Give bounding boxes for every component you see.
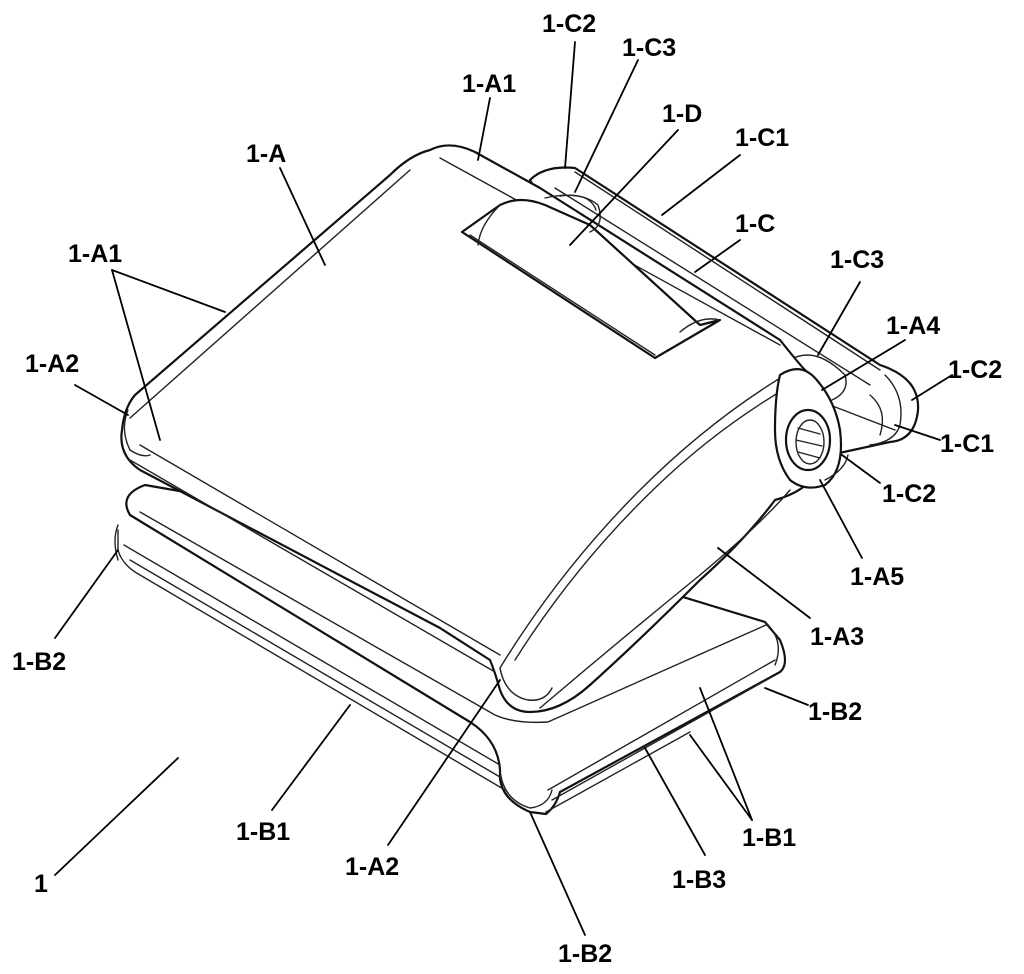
pin-cover-edge bbox=[469, 234, 656, 356]
lid-corner-front bbox=[499, 667, 553, 701]
label-a5: 1-A5 bbox=[850, 563, 904, 591]
base-corner-front bbox=[499, 769, 553, 809]
lid-front-edge bbox=[139, 444, 501, 656]
leader-c2-right bbox=[911, 374, 953, 401]
leader-b3 bbox=[644, 747, 706, 856]
lid-corner-left bbox=[123, 409, 151, 457]
label-a1-left: 1-A1 bbox=[68, 240, 122, 268]
leader-lines bbox=[54, 41, 953, 936]
label-c2-mid: 1-C2 bbox=[882, 480, 936, 508]
leader-a4 bbox=[821, 339, 906, 391]
label-c1-right: 1-C1 bbox=[940, 430, 994, 458]
label-b2-left: 1-B2 bbox=[12, 648, 66, 676]
hinge-c1-line bbox=[829, 404, 896, 431]
base-side-right-1 bbox=[547, 659, 776, 791]
leader-a1-left-1 bbox=[111, 269, 226, 313]
label-a: 1-A bbox=[246, 140, 286, 168]
leader-a1-left-2 bbox=[111, 269, 161, 441]
leader-b2-right bbox=[764, 687, 809, 706]
lid-end-knuckle bbox=[773, 368, 849, 489]
base-corner-left bbox=[114, 524, 119, 561]
label-a2-left: 1-A2 bbox=[25, 350, 79, 378]
hinge-knuckle-right-inner bbox=[869, 394, 884, 436]
pin-cover-right-knuckle bbox=[679, 318, 721, 333]
base-top-edge bbox=[139, 511, 767, 724]
label-c2-top: 1-C2 bbox=[542, 10, 596, 38]
label-b2-bottom: 1-B2 bbox=[558, 940, 612, 968]
lid-ridge-curve bbox=[499, 371, 791, 669]
label-b1-right: 1-B1 bbox=[742, 824, 796, 852]
lid-side-bottom bbox=[539, 489, 791, 709]
leader-b2-bottom bbox=[529, 811, 586, 936]
leader-a1-top bbox=[477, 97, 491, 161]
leader-a3 bbox=[717, 547, 811, 619]
base-side-right-3 bbox=[545, 731, 691, 813]
pin-hole-inner bbox=[795, 419, 825, 465]
label-d: 1-D bbox=[662, 100, 702, 128]
base-corner-right bbox=[764, 621, 779, 666]
pin-hole-thread-3 bbox=[797, 451, 821, 459]
leader-b1-right-2 bbox=[689, 734, 753, 821]
label-c1-top: 1-C1 bbox=[735, 124, 789, 152]
end-knuckle-shadow bbox=[824, 454, 849, 481]
leader-a bbox=[279, 167, 326, 266]
lid-front-edge-2 bbox=[129, 459, 496, 673]
leader-c1-top bbox=[661, 154, 741, 216]
leader-b2-left bbox=[54, 549, 119, 639]
label-c2-right: 1-C2 bbox=[948, 356, 1002, 384]
leader-c3-right bbox=[817, 281, 861, 356]
leader-c2-mid bbox=[841, 454, 881, 484]
hinge-c3-seat-right bbox=[789, 354, 847, 401]
label-b1-left: 1-B1 bbox=[236, 818, 290, 846]
pin-cover-knuckle-left bbox=[477, 204, 501, 246]
hinge-pin-cover bbox=[460, 194, 722, 360]
label-c: 1-C bbox=[735, 210, 775, 238]
pin-cover-outline bbox=[460, 198, 722, 360]
lid-left-face-edge bbox=[129, 169, 411, 419]
label-a1-top: 1-A1 bbox=[462, 70, 516, 98]
leader-c3-top bbox=[574, 59, 639, 193]
leader-c bbox=[694, 239, 741, 273]
leader-c2-top bbox=[564, 41, 576, 169]
leader-d bbox=[569, 129, 679, 246]
base-side-right-2 bbox=[551, 677, 771, 801]
label-c3-top: 1-C3 bbox=[622, 34, 676, 62]
base-rim-line-2 bbox=[123, 544, 501, 766]
base-rim-line-3 bbox=[129, 559, 501, 778]
label-b3: 1-B3 bbox=[672, 866, 726, 894]
pin-hole-thread-2 bbox=[795, 439, 823, 447]
hinge-base-inner-edge bbox=[554, 187, 871, 386]
label-a2-bottom: 1-A2 bbox=[345, 853, 399, 881]
leader-a2-bottom bbox=[387, 679, 501, 846]
leader-a2-left bbox=[74, 384, 129, 416]
pin-knuckle-left-inner bbox=[559, 194, 597, 211]
lid-ridge-curve-2 bbox=[514, 379, 801, 661]
leader-b1-right-1 bbox=[699, 687, 753, 821]
reference-labels: 1-C2 1-C3 1-A1 1-D 1-C1 1-A 1-C 1-A1 1-C… bbox=[12, 10, 1002, 968]
leader-c1-right bbox=[894, 424, 941, 441]
label-c3-right: 1-C3 bbox=[830, 246, 884, 274]
label-b2-right: 1-B2 bbox=[808, 698, 862, 726]
label-a4: 1-A4 bbox=[886, 312, 940, 340]
label-device-number: 1 bbox=[34, 870, 48, 898]
leader-a5 bbox=[819, 479, 863, 559]
leader-b1-left bbox=[271, 704, 351, 811]
label-a3: 1-A3 bbox=[810, 623, 864, 651]
hinge-knuckle-right bbox=[869, 374, 902, 446]
leader-device bbox=[54, 757, 179, 876]
pin-hole-thread-1 bbox=[797, 427, 821, 435]
